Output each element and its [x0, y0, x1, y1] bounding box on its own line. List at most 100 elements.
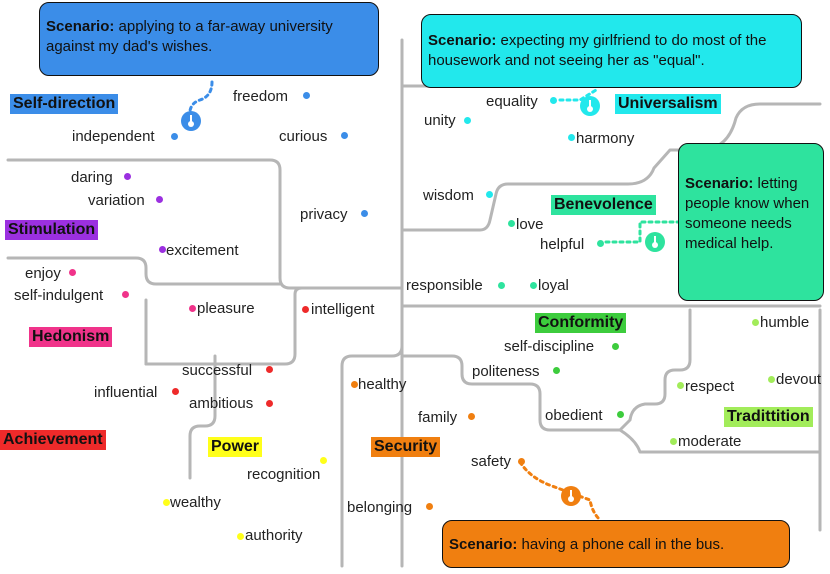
value-dot — [159, 246, 166, 253]
value-word: moderate — [678, 433, 742, 450]
divider-selfdirection-stimulation — [6, 158, 404, 290]
value-word: equality — [486, 93, 538, 110]
value-dot — [530, 282, 537, 289]
value-word: obedient — [545, 407, 603, 424]
value-word: enjoy — [25, 265, 61, 282]
value-dot — [351, 381, 358, 388]
value-word: privacy — [300, 206, 348, 223]
value-dot — [768, 376, 775, 383]
value-dot — [156, 196, 163, 203]
value-word: safety — [471, 453, 512, 470]
thermometer-icon — [645, 232, 665, 252]
scenario-self-direction: Scenario: applying to a far-away univers… — [39, 2, 379, 76]
value-word: independent — [72, 128, 155, 145]
value-dot — [677, 382, 684, 389]
value-dot — [468, 413, 475, 420]
divider-stimulation-hedonism — [6, 256, 282, 286]
scenario-security: Scenario: having a phone call in the bus… — [442, 520, 790, 568]
value-word: self-indulgent — [14, 287, 104, 304]
scenario-text: having a phone call in the bus. — [521, 536, 725, 553]
value-dot — [508, 220, 515, 227]
divider-achievement-power — [188, 354, 217, 480]
scenario-prefix: Scenario: — [46, 18, 115, 35]
value-word: ambitious — [189, 395, 254, 412]
thermometer-icon — [181, 111, 201, 131]
value-dot — [361, 210, 368, 217]
value-word: loyal — [538, 277, 569, 294]
category-tradition: Tradittition — [724, 407, 813, 427]
value-word: politeness — [472, 363, 540, 380]
scenario-text: letting people know when someone needs m… — [685, 175, 810, 252]
value-dot — [597, 240, 604, 247]
value-word: curious — [279, 128, 328, 145]
value-word: wealthy — [170, 494, 221, 511]
value-dot — [464, 117, 471, 124]
value-dot — [124, 173, 131, 180]
category-security: Security — [371, 437, 441, 457]
divider-security-conformity — [400, 354, 622, 432]
value-word: authority — [245, 527, 303, 544]
category-benevolence: Benevolence — [551, 195, 656, 215]
divider-hedonism-achievement — [144, 286, 304, 366]
divider-tradition-lower — [618, 428, 822, 454]
value-word: excitement — [166, 242, 239, 259]
value-dot — [612, 343, 619, 350]
value-dot — [172, 388, 179, 395]
scenario-text: applying to a far-away university agains… — [46, 18, 333, 55]
value-word: devout — [776, 371, 822, 388]
value-word: healthy — [358, 376, 407, 393]
scenario-benevolence: Scenario: letting people know when someo… — [678, 143, 824, 301]
value-word: intelligent — [311, 301, 375, 318]
value-word: recognition — [247, 466, 321, 483]
category-achievement: Achievement — [0, 430, 106, 450]
value-word: family — [418, 409, 458, 426]
value-word: harmony — [576, 130, 635, 147]
value-word: humble — [760, 314, 810, 331]
connector-self-direction — [188, 80, 214, 120]
thermometer-icon — [580, 96, 600, 116]
value-word: responsible — [406, 277, 483, 294]
value-dot — [617, 411, 624, 418]
value-word: daring — [71, 169, 113, 186]
value-dot — [518, 458, 525, 465]
connector-security — [518, 460, 602, 522]
value-dot — [122, 291, 129, 298]
scenario-universalism: Scenario: expecting my girlfriend to do … — [421, 14, 802, 88]
category-self-direction: Self-direction — [10, 94, 119, 114]
thermometer-icon — [561, 486, 581, 506]
category-conformity: Conformity — [535, 313, 627, 333]
value-word: influential — [94, 384, 158, 401]
value-word: helpful — [540, 236, 585, 253]
value-word: love — [516, 216, 544, 233]
value-word: unity — [424, 112, 456, 129]
category-hedonism: Hedonism — [29, 327, 113, 347]
category-power: Power — [208, 437, 263, 457]
value-dot — [486, 191, 493, 198]
scenario-prefix: Scenario: — [428, 32, 497, 49]
value-dot — [303, 92, 310, 99]
divider-universalism-benevolence — [400, 148, 692, 232]
value-dot — [498, 282, 505, 289]
scenario-prefix: Scenario: — [449, 536, 518, 553]
value-dot — [69, 269, 76, 276]
divider-power-security — [340, 344, 404, 568]
value-dot — [341, 132, 348, 139]
scenario-text: expecting my girlfriend to do most of th… — [428, 32, 767, 69]
value-dot — [426, 503, 433, 510]
value-dot — [163, 499, 170, 506]
value-dot — [266, 366, 273, 373]
value-word: variation — [88, 192, 145, 209]
divider-conformity-tradition — [618, 308, 692, 432]
value-dot — [568, 134, 575, 141]
value-dot — [237, 533, 244, 540]
value-dot — [266, 400, 273, 407]
value-dot — [670, 438, 677, 445]
connector-universalism — [558, 88, 598, 102]
value-dot — [171, 133, 178, 140]
value-word: successful — [182, 362, 253, 379]
value-word: freedom — [233, 88, 289, 105]
value-word: wisdom — [423, 187, 474, 204]
value-word: respect — [685, 378, 735, 395]
